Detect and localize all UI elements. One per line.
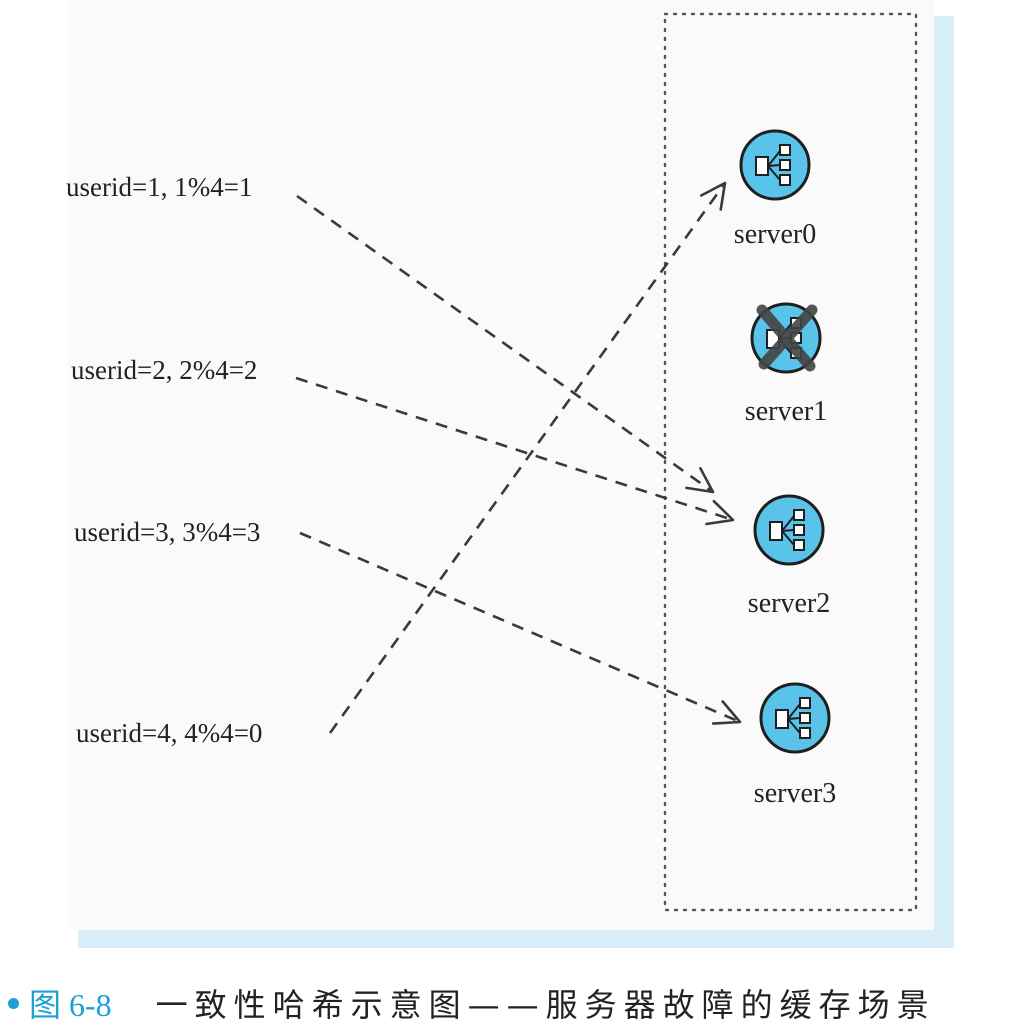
request-label-1: userid=1, 1%4=1 (66, 172, 252, 202)
network-node-icon (759, 682, 831, 754)
caption-bullet-icon (8, 997, 19, 1009)
arrow-req-4-to-server0 (328, 181, 727, 734)
server-label-2: server2 (748, 588, 830, 619)
server-cluster-box (663, 12, 918, 912)
server-label-1: server1 (745, 396, 827, 427)
arrow-req-2-to-server2 (295, 376, 735, 526)
arrow-req-1-to-server2 (296, 194, 715, 494)
request-label-2: userid=2, 2%4=2 (71, 355, 257, 385)
network-node-icon (753, 494, 825, 566)
server-node-0: server0 (734, 129, 816, 250)
server-node-2: server2 (748, 494, 830, 619)
network-node-icon (739, 129, 811, 201)
failed-cross-icon (756, 304, 818, 372)
arrow-req-3-to-server3 (299, 531, 742, 725)
server-node-3: server3 (754, 682, 836, 809)
caption-text: 一致性哈希示意图——服务器故障的缓存场景 (155, 986, 936, 1024)
request-arrows (295, 181, 742, 734)
request-label-3: userid=3, 3%4=3 (74, 517, 260, 547)
server-node-1: server1 (745, 302, 827, 427)
server-label-3: server3 (754, 778, 836, 809)
figure-caption: 图 6-8 一致性哈希示意图——服务器故障的缓存场景 (8, 978, 1023, 1028)
request-label-4: userid=4, 4%4=0 (76, 718, 262, 748)
figure-number: 图 6-8 (29, 987, 112, 1023)
server-label-0: server0 (734, 219, 816, 250)
